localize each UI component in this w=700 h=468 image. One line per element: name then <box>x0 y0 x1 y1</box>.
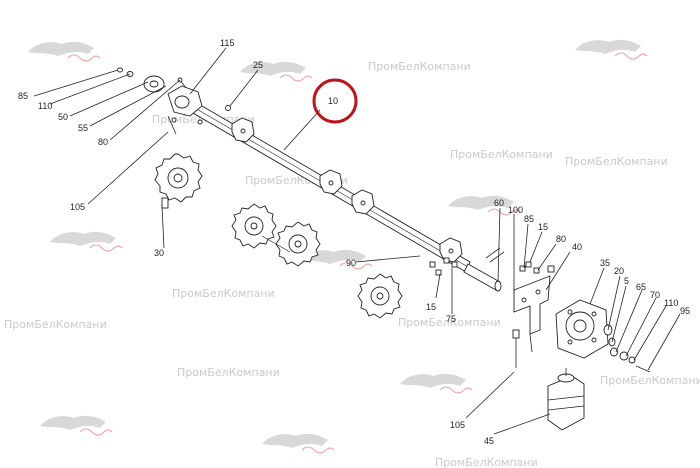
sprocket-hub <box>161 197 169 209</box>
left-bearing-assembly <box>117 67 231 135</box>
callout-25: 25 <box>253 60 263 70</box>
watermark-logo-icon <box>240 61 313 82</box>
callout-10: 10 <box>328 96 338 106</box>
callout-20: 20 <box>614 266 624 276</box>
callout-110: 110 <box>38 101 52 111</box>
callout-85: 85 <box>18 91 28 101</box>
callout-65: 65 <box>636 282 646 292</box>
callout-70: 70 <box>650 290 660 300</box>
callout-30: 30 <box>154 248 164 258</box>
watermark-logo-icon <box>400 373 473 394</box>
callout-80: 80 <box>98 137 108 147</box>
callout-85-right: 85 <box>524 214 534 224</box>
leader-lines <box>33 47 681 435</box>
sprocket-left <box>154 153 203 203</box>
sprocket-mid-2 <box>275 221 321 267</box>
watermark-logo-icon <box>448 195 521 216</box>
watermark-text: ПромБелКомпани <box>4 318 107 331</box>
callout-75: 75 <box>446 314 456 324</box>
hydraulic-motor <box>547 368 585 431</box>
callout-90: 90 <box>346 258 356 268</box>
watermark-logo-icon <box>575 39 648 60</box>
callout-95: 95 <box>680 306 690 316</box>
watermark-logos <box>28 39 648 454</box>
hardware-right <box>429 247 555 276</box>
callout-50: 50 <box>58 112 68 122</box>
bolt-head <box>117 67 123 73</box>
highlight-circle <box>312 78 358 124</box>
callout-115: 115 <box>220 38 234 48</box>
callout-100: 100 <box>508 205 523 215</box>
watermark-logo-icon <box>40 415 113 436</box>
callout-55: 55 <box>78 123 88 133</box>
gearbox <box>555 299 609 359</box>
callout-15: 15 <box>538 222 548 232</box>
callout-80-right: 80 <box>556 234 566 244</box>
callout-105-right: 105 <box>450 420 465 430</box>
washer-chain <box>603 324 651 373</box>
callout-45: 45 <box>484 436 494 446</box>
watermark-logo-icon <box>28 41 101 62</box>
watermark-text: ПромБелКомпани <box>398 316 501 329</box>
mounting-bracket <box>512 275 551 368</box>
watermark-logo-icon <box>262 433 335 454</box>
watermark-text: ПромБелКомпани <box>177 366 280 379</box>
callout-60: 60 <box>494 198 504 208</box>
callout-110-right: 110 <box>664 298 678 308</box>
watermark-text: ПромБелКомпани <box>600 374 700 387</box>
watermark-text: ПромБелКомпани <box>435 456 538 468</box>
callout-105: 105 <box>70 202 85 212</box>
watermark-logo-icon <box>50 231 123 252</box>
sprocket-right <box>357 273 403 319</box>
shaft-flanges <box>231 117 463 263</box>
watermark-text: ПромБелКомпани <box>565 155 668 168</box>
callout-40: 40 <box>572 242 582 252</box>
callout-labels: 115 85 110 50 55 80 25 10 105 30 60 100 … <box>18 38 690 446</box>
watermark-text: ПромБелКомпани <box>172 287 275 300</box>
watermark-text: ПромБелКомпани <box>450 148 553 161</box>
watermark-text: ПромБелКомпани <box>368 60 471 73</box>
callout-15-lower: 15 <box>426 302 436 312</box>
callout-35: 35 <box>600 258 610 268</box>
sprocket-mid-1 <box>231 203 277 249</box>
callout-5: 5 <box>624 276 629 286</box>
